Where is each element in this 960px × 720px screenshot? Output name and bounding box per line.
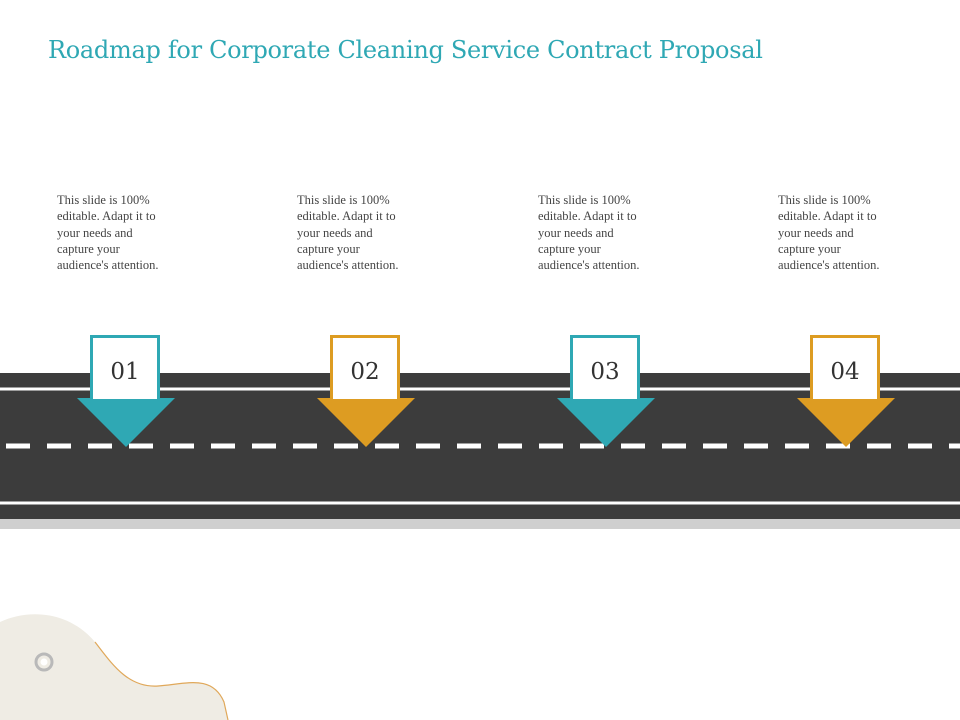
step-2-description: This slide is 100% editable. Adapt it to… [297, 193, 399, 273]
step-2-arrow [317, 398, 415, 447]
step-4-arrow [797, 398, 895, 447]
decor-wave [0, 614, 228, 720]
step-3-marker: 03 [557, 335, 655, 447]
step-3-arrow [557, 398, 655, 447]
step-1-description: This slide is 100% editable. Adapt it to… [57, 193, 159, 273]
step-2-box [330, 335, 400, 402]
slide-title: Roadmap for Corporate Cleaning Service C… [48, 36, 763, 64]
step-2-number: 02 [350, 359, 380, 385]
decor-wave-edge [94, 641, 229, 720]
step-1-arrow [77, 398, 175, 447]
step-4-description: This slide is 100% editable. Adapt it to… [778, 193, 880, 273]
step-2-marker: 02 [317, 335, 415, 447]
step-4-box [810, 335, 880, 402]
step-4-number: 04 [830, 359, 860, 385]
step-3-number: 03 [590, 359, 620, 385]
step-1-number: 01 [110, 359, 140, 385]
decor-circle-center [40, 658, 48, 666]
step-4-marker: 04 [797, 335, 895, 447]
corner-decoration [0, 614, 229, 720]
step-3-description: This slide is 100% editable. Adapt it to… [538, 193, 640, 273]
step-3-box [570, 335, 640, 402]
road-edge [0, 519, 960, 529]
step-1-box [90, 335, 160, 402]
step-1-marker: 01 [77, 335, 175, 447]
decor-circle-icon [34, 652, 54, 672]
